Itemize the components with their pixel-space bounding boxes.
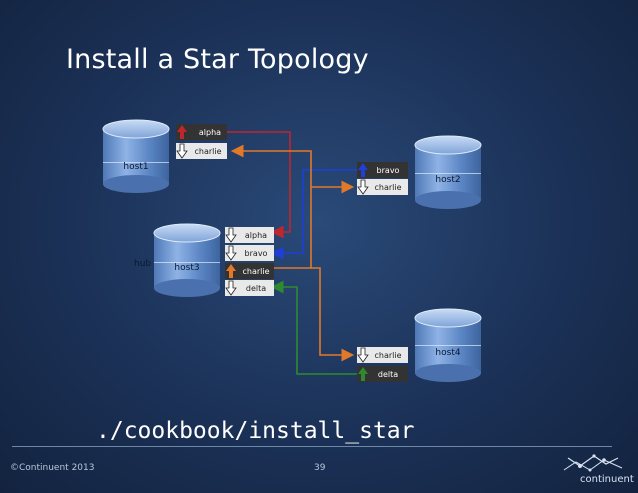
hub-label: hub [134,259,152,269]
continuent-logo-icon [563,454,623,472]
command-text: ./cookbook/install_star [96,418,415,444]
host2-label: host2 [435,175,460,185]
logo-text: continuent [580,474,634,485]
host1-service-charlie: charlie [176,143,227,159]
up-arrow-icon [177,125,187,139]
host3-service-alpha: alpha [225,227,274,243]
down-arrow-icon [176,143,188,159]
host4-service-charlie: charlie [357,347,408,363]
host3-database-icon: host3 [153,223,221,297]
svg-text:charlie: charlie [374,351,401,360]
host1-service-alpha: alpha [176,124,227,140]
up-arrow-icon [358,163,368,177]
charlie-to-host4-line [311,267,355,362]
bravo-replication-line [270,169,357,260]
host4-service-delta: delta [357,366,408,382]
footer-divider [12,446,612,447]
svg-text:charlie: charlie [194,147,221,156]
svg-text:charlie: charlie [242,267,269,276]
host2-service-charlie: charlie [357,179,408,195]
host3-label: host3 [174,263,199,273]
down-arrow-icon [357,347,369,363]
down-arrow-icon [225,245,237,261]
svg-text:delta: delta [378,370,398,379]
host3-service-charlie: charlie [225,263,274,279]
svg-text:bravo: bravo [245,249,268,258]
slide-title: Install a Star Topology [66,44,369,75]
host1-label: host1 [123,162,148,172]
down-arrow-icon [225,280,237,296]
host4-label: host4 [435,348,460,358]
svg-text:delta: delta [246,284,266,293]
page-number: 39 [314,463,326,473]
svg-text:charlie: charlie [374,183,401,192]
host2-service-bravo: bravo [357,162,408,178]
delta-replication-line [270,280,357,375]
down-arrow-icon [357,179,369,195]
host4-database-icon: host4 [414,308,482,382]
svg-text:alpha: alpha [245,231,267,240]
host1-database-icon: host1 [102,119,170,193]
copyright-text: ©Continuent 2013 [10,463,95,473]
host3-service-bravo: bravo [225,245,274,261]
alpha-replication-line [227,131,291,239]
charlie-to-host1-line [230,144,312,269]
up-arrow-icon [226,264,236,278]
svg-text:alpha: alpha [199,128,221,137]
host3-service-delta: delta [225,280,274,296]
svg-text:bravo: bravo [377,166,400,175]
host2-database-icon: host2 [414,135,482,209]
down-arrow-icon [225,227,237,243]
up-arrow-icon [358,367,368,381]
